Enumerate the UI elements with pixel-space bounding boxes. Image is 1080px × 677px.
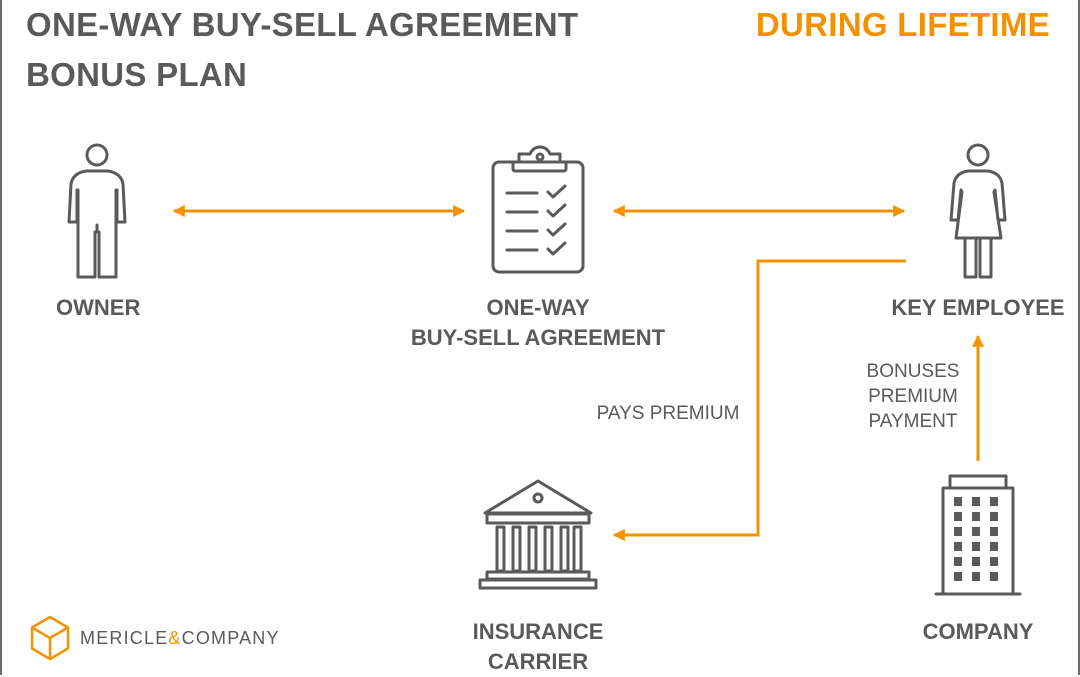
building-window bbox=[990, 572, 998, 581]
node-label-agreement-line1: ONE-WAY bbox=[486, 295, 590, 320]
node-label-key-employee: KEY EMPLOYEE bbox=[891, 295, 1065, 320]
woman-icon bbox=[949, 143, 1007, 279]
building-window bbox=[972, 557, 980, 566]
arrow-employee-to-carrier bbox=[612, 259, 906, 541]
node-label-agreement: ONE-WAY BUY-SELL AGREEMENT bbox=[398, 293, 678, 353]
node-label-insurance-carrier: INSURANCE CARRIER bbox=[458, 617, 618, 677]
edge-label-bonuses-line1: BONUSES bbox=[866, 361, 960, 382]
building-window bbox=[972, 497, 980, 506]
phase-label: DURING LIFETIME bbox=[755, 6, 1050, 43]
building-window bbox=[954, 527, 962, 536]
building-window bbox=[954, 557, 962, 566]
building-window bbox=[972, 512, 980, 521]
logo-ampersand: & bbox=[168, 628, 182, 648]
building-window bbox=[954, 497, 962, 506]
building-window bbox=[990, 512, 998, 521]
logo-wordmark: MERICLE&COMPANY bbox=[80, 628, 280, 648]
building-window bbox=[972, 527, 980, 536]
node-label-carrier-line1: INSURANCE bbox=[472, 619, 604, 644]
building-window bbox=[972, 542, 980, 551]
logo-name-part1: MERICLE bbox=[80, 628, 169, 648]
building-window bbox=[954, 512, 962, 521]
edge-label-bonuses-line3: PAYMENT bbox=[868, 411, 958, 432]
node-label-company: COMPANY bbox=[922, 619, 1034, 644]
building-window bbox=[990, 497, 998, 506]
bank-building-icon bbox=[478, 479, 598, 590]
logo-name-part2: COMPANY bbox=[181, 628, 280, 648]
building-window bbox=[990, 542, 998, 551]
building-window bbox=[954, 572, 962, 581]
office-building-icon bbox=[934, 474, 1022, 596]
node-label-agreement-line2: BUY-SELL AGREEMENT bbox=[410, 325, 666, 350]
man-icon bbox=[67, 143, 127, 279]
edge-label-pays-premium: PAYS PREMIUM bbox=[596, 403, 740, 424]
node-label-owner: OWNER bbox=[56, 295, 141, 320]
building-window bbox=[972, 572, 980, 581]
clipboard-checklist-icon bbox=[491, 145, 585, 274]
building-window bbox=[954, 542, 962, 551]
building-window bbox=[990, 527, 998, 536]
edge-label-bonuses-line2: PREMIUM bbox=[868, 386, 958, 407]
node-label-carrier-line2: CARRIER bbox=[487, 649, 589, 674]
hexagon-cube-logo-icon bbox=[30, 615, 70, 661]
page-title-line1: ONE-WAY BUY-SELL AGREEMENT bbox=[26, 6, 579, 43]
building-window bbox=[990, 557, 998, 566]
page-title-line2: BONUS PLAN bbox=[26, 56, 248, 93]
company-logo: MERICLE&COMPANY bbox=[28, 612, 279, 664]
edge-label-bonuses: BONUSES PREMIUM PAYMENT bbox=[858, 359, 968, 434]
